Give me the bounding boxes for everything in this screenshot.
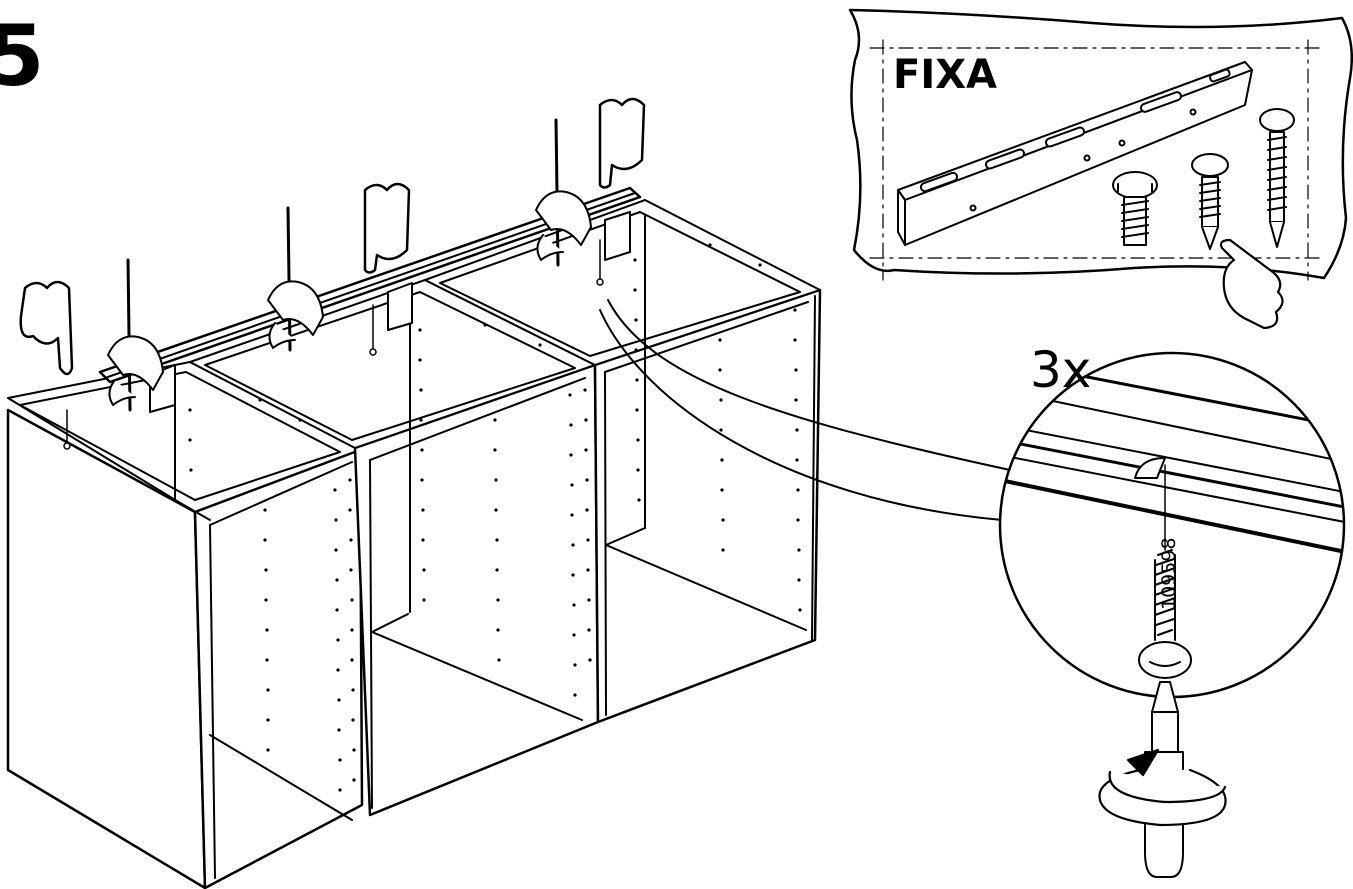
rotation-arrow-icon xyxy=(1098,748,1227,827)
step-number: 5 xyxy=(0,7,45,105)
cabinet-left xyxy=(6,361,364,889)
magnified-detail xyxy=(998,351,1346,699)
screw-icon xyxy=(63,239,604,450)
cabinet-right xyxy=(258,199,822,724)
quantity-label: 3x xyxy=(1030,341,1092,399)
screw-set-icon xyxy=(1112,108,1295,250)
fixa-rail-icon xyxy=(897,61,1253,246)
part-number: 109598 xyxy=(1158,537,1180,610)
bracket-group xyxy=(149,211,631,413)
pointing-hand-small-icon xyxy=(1219,238,1284,330)
clamp-icon xyxy=(107,118,592,412)
pointing-hand-icon xyxy=(19,97,646,376)
callout-leader xyxy=(599,299,1011,521)
callout-label: FIXA xyxy=(893,52,998,98)
cabinet-middle xyxy=(189,279,600,817)
